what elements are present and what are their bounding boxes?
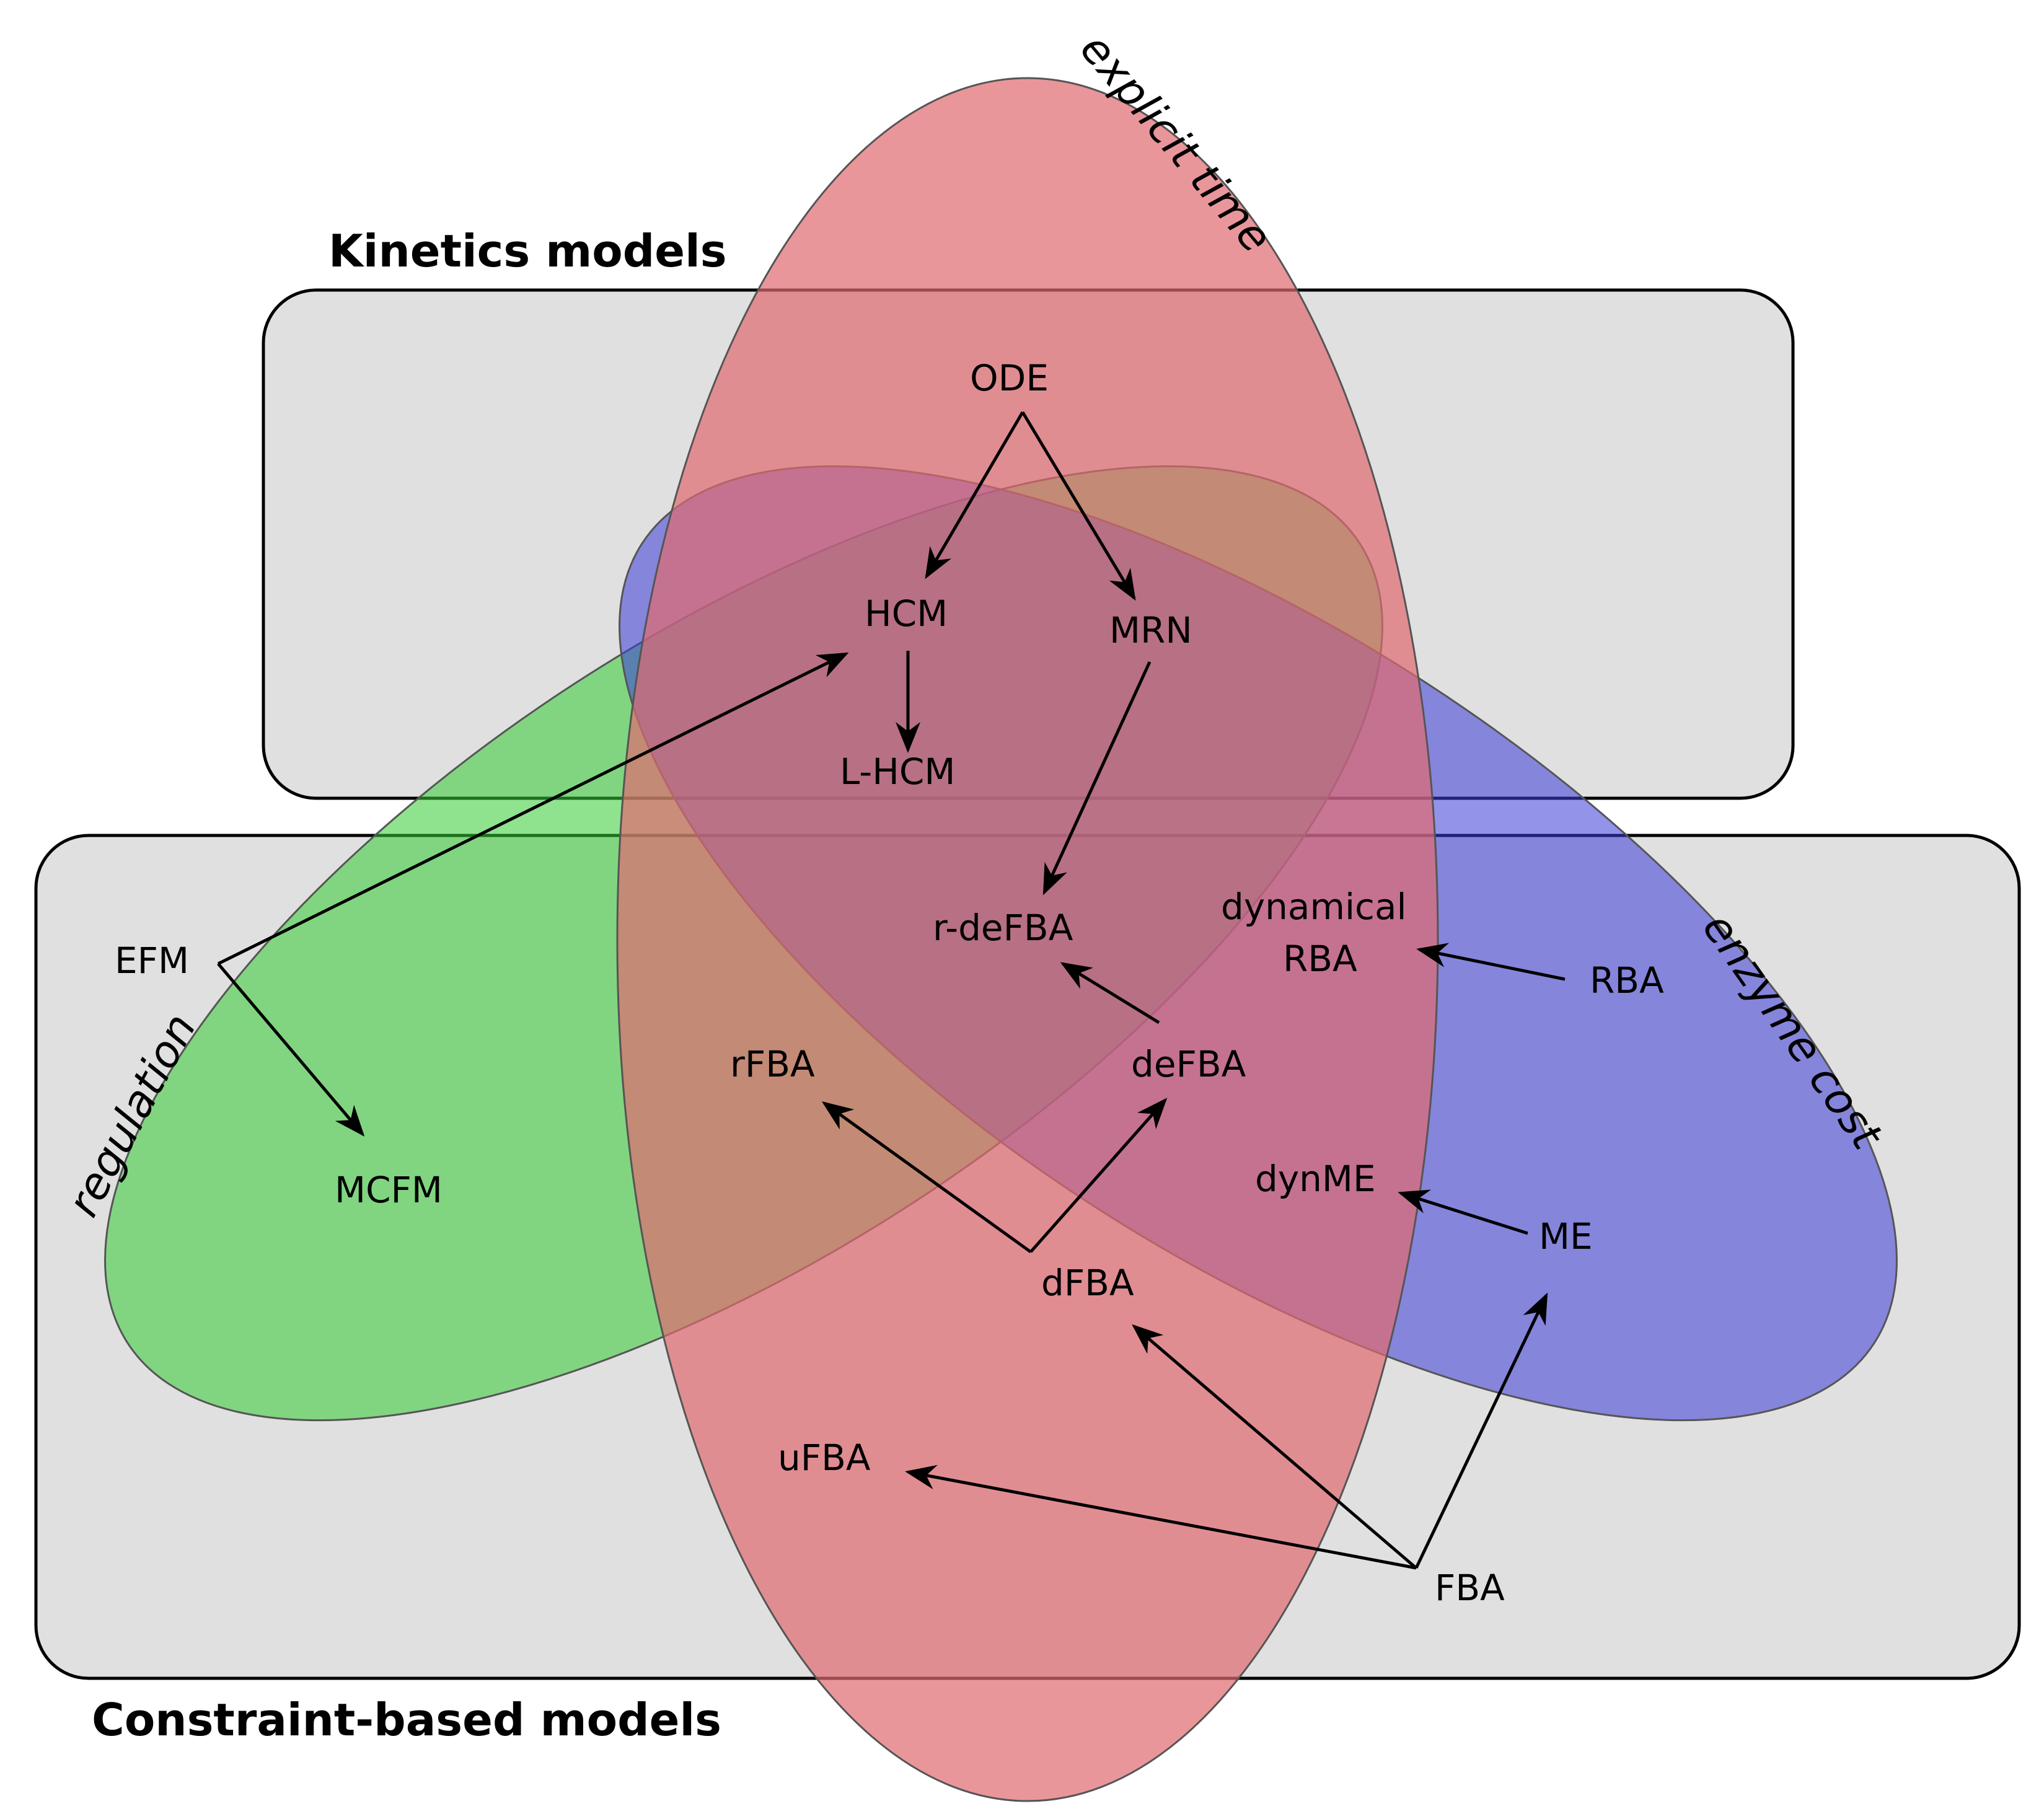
node-mrn: MRN (1109, 609, 1192, 651)
arrow-ode-hcm (925, 411, 1024, 579)
kinetics-models-title: Kinetics models (328, 225, 727, 277)
node-rba: RBA (1590, 959, 1664, 1002)
arrow-me-dynme (1398, 1189, 1528, 1235)
node-lhcm: L-HCM (840, 751, 955, 793)
node-ufba: uFBA (778, 1437, 871, 1479)
node-defba: deFBA (1131, 1043, 1246, 1085)
node-ode: ODE (970, 357, 1049, 399)
node-efm: EFM (115, 940, 189, 982)
arrow-fba-me (1414, 1292, 1548, 1569)
arrow-efm-hcm (217, 652, 849, 966)
arrow-efm-mcfm (217, 962, 365, 1137)
explicit-time-ellipse (616, 77, 1439, 1802)
node-rdefba: r-deFBA (933, 907, 1073, 949)
arrow-ode-mrn (1021, 411, 1136, 601)
nodes: ODE HCM MRN L-HCM r-deFBA dynamical RBA … (115, 357, 1664, 1609)
constraint-based-models-title: Constraint-based models (92, 1694, 721, 1746)
node-dynamical-rba-line2: RBA (1283, 938, 1357, 980)
arrow-fba-ufba (905, 1464, 1417, 1570)
node-rfba: rFBA (730, 1043, 815, 1085)
node-dynme: dynME (1255, 1158, 1376, 1200)
node-dynamical-rba-line1: dynamical (1221, 886, 1407, 928)
arrow-fba-dfba (1132, 1324, 1417, 1569)
arrows (217, 411, 1566, 1570)
arrow-mrn-rdefba (1042, 661, 1152, 896)
arrow-dfba-rfba (821, 1101, 1032, 1254)
node-fba: FBA (1435, 1567, 1505, 1609)
arrow-defba-rdefba (1060, 962, 1160, 1024)
node-mcfm: MCFM (335, 1169, 443, 1211)
node-me: ME (1539, 1215, 1593, 1257)
node-dfba: dFBA (1041, 1262, 1134, 1304)
arrow-rba-dynamical-rba (1416, 943, 1566, 981)
node-hcm: HCM (865, 592, 948, 635)
arrow-dfba-defba (1029, 1098, 1168, 1253)
